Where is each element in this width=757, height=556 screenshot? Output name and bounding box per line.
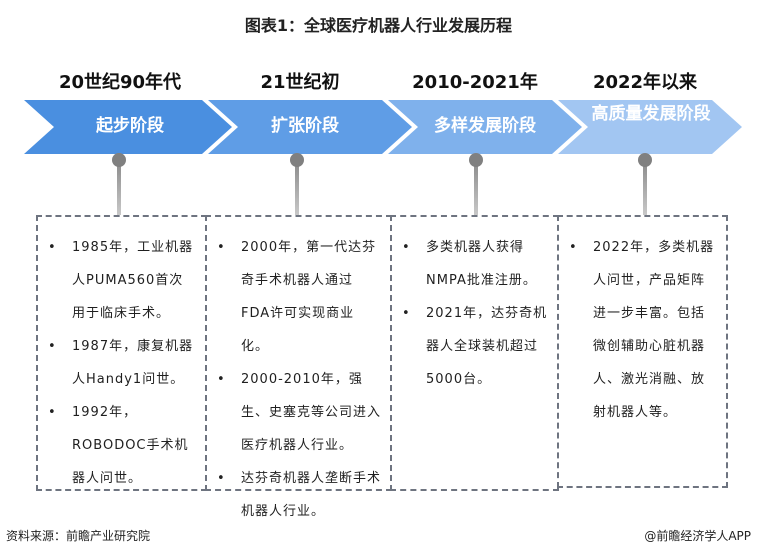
credit-note: @前瞻经济学人APP bbox=[644, 529, 751, 543]
stage-arrow-4 bbox=[558, 100, 742, 154]
event-item: 2000年，第一代达芬奇手术机器人通过FDA许可实现商业化。 bbox=[217, 231, 382, 363]
connector-dot-3 bbox=[469, 153, 483, 167]
stage-arrow-3 bbox=[388, 100, 582, 154]
stage-box-4: 2022年，多类机器人问世，产品矩阵进一步丰富。包括微创辅助心脏机器人、激光消融… bbox=[557, 215, 728, 488]
chart-title: 图表1：全球医疗机器人行业发展历程 bbox=[244, 16, 513, 35]
era-label-3: 2010-2021年 bbox=[412, 72, 538, 93]
connector-dot-4 bbox=[638, 153, 652, 167]
connector-line-3 bbox=[474, 160, 478, 215]
stage-box-2: 2000年，第一代达芬奇手术机器人通过FDA许可实现商业化。 2000-2010… bbox=[205, 215, 392, 519]
stage-label-3: 多样发展阶段 bbox=[434, 116, 536, 136]
connector-dot-1 bbox=[112, 153, 126, 167]
source-note: 资料来源：前瞻产业研究院 bbox=[6, 529, 151, 543]
timeline-arrows bbox=[24, 100, 742, 154]
stage-label-2: 扩张阶段 bbox=[271, 116, 339, 136]
era-label-4: 2022年以来 bbox=[592, 72, 698, 93]
event-item: 多类机器人获得NMPA批准注册。 bbox=[402, 231, 549, 297]
event-item: 1987年，康复机器人Handy1问世。 bbox=[48, 330, 197, 396]
event-item: 2000-2010年，强生、史塞克等公司进入医疗机器人行业。 bbox=[217, 363, 382, 462]
connector-line-1 bbox=[117, 160, 121, 215]
connector-dot-2 bbox=[290, 153, 304, 167]
era-label-1: 20世纪90年代 bbox=[58, 72, 182, 93]
event-item: 1992年，ROBODOC手术机器人问世。 bbox=[48, 396, 197, 495]
stage-box-1: 1985年，工业机器人PUMA560首次用于临床手术。 1987年，康复机器人H… bbox=[36, 215, 207, 491]
stage-label-4: 高质量发展阶段 bbox=[591, 104, 711, 124]
stage-arrow-1 bbox=[24, 100, 232, 154]
stage-arrow-2 bbox=[208, 100, 412, 154]
event-item: 达芬奇机器人垄断手术机器人行业。 bbox=[217, 462, 382, 528]
connector-line-2 bbox=[295, 160, 299, 215]
event-item: 2022年，多类机器人问世，产品矩阵进一步丰富。包括微创辅助心脏机器人、激光消融… bbox=[569, 231, 718, 429]
era-label-2: 21世纪初 bbox=[260, 72, 340, 93]
connector-line-4 bbox=[643, 160, 647, 215]
event-item: 2021年，达芬奇机器人全球装机超过5000台。 bbox=[402, 297, 549, 396]
event-item: 1985年，工业机器人PUMA560首次用于临床手术。 bbox=[48, 231, 197, 330]
stage-label-1: 起步阶段 bbox=[96, 116, 164, 136]
stage-box-3: 多类机器人获得NMPA批准注册。 2021年，达芬奇机器人全球装机超过5000台… bbox=[390, 215, 559, 491]
